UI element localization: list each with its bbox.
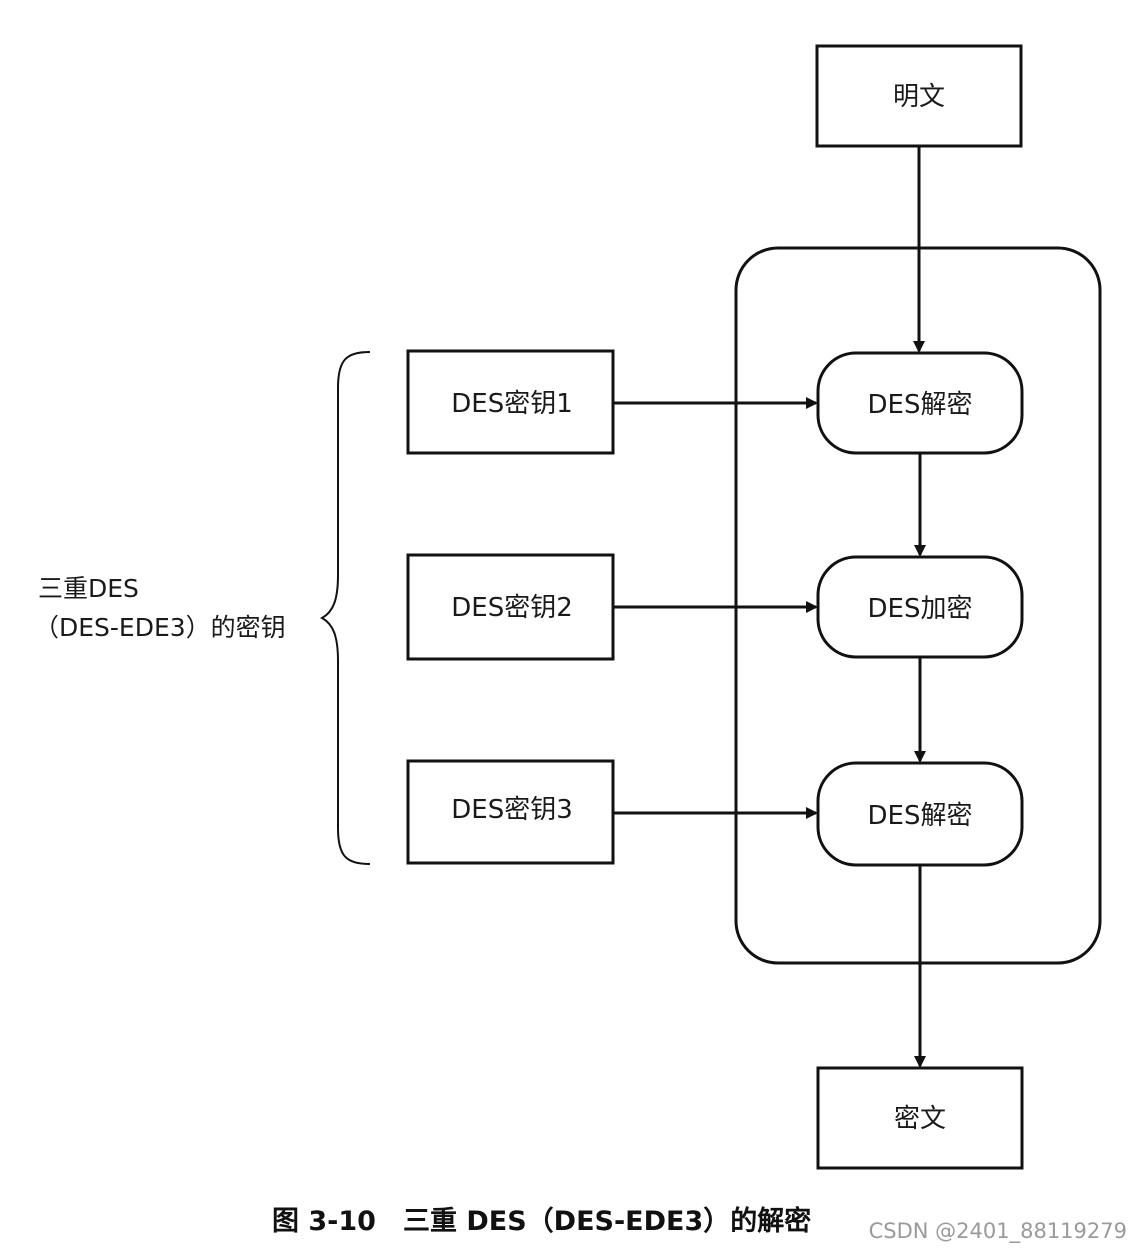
key-group-label-line-2: （DES-EDE3）的密钥 xyxy=(34,613,286,642)
stage-1-label: DES解密 xyxy=(868,390,973,420)
key-2-label: DES密钥2 xyxy=(451,593,573,623)
stage-2-des-encrypt: DES加密 xyxy=(816,555,1024,659)
key-1-label: DES密钥1 xyxy=(451,389,573,419)
key-group-brace xyxy=(319,351,371,865)
stage-2-label: DES加密 xyxy=(868,594,973,624)
plaintext-label: 明文 xyxy=(893,82,945,112)
ciphertext-label: 密文 xyxy=(894,1104,946,1134)
stage-3-des-decrypt: DES解密 xyxy=(816,761,1024,867)
stage-3-label: DES解密 xyxy=(868,801,973,831)
figure-caption: 图 3-10 三重 DES（DES-EDE3）的解密 xyxy=(272,1205,811,1237)
key-group-label-line-1: 三重DES xyxy=(38,574,139,603)
stage-1-des-decrypt: DES解密 xyxy=(816,351,1024,455)
key-3-label: DES密钥3 xyxy=(451,795,573,825)
key-1-node: DES密钥1 xyxy=(406,349,615,455)
key-3-node: DES密钥3 xyxy=(406,759,615,865)
plaintext-node: 明文 xyxy=(815,44,1023,148)
ciphertext-node: 密文 xyxy=(816,1066,1024,1170)
watermark: CSDN @2401_88119279 xyxy=(869,1219,1127,1244)
key-2-node: DES密钥2 xyxy=(406,553,615,661)
